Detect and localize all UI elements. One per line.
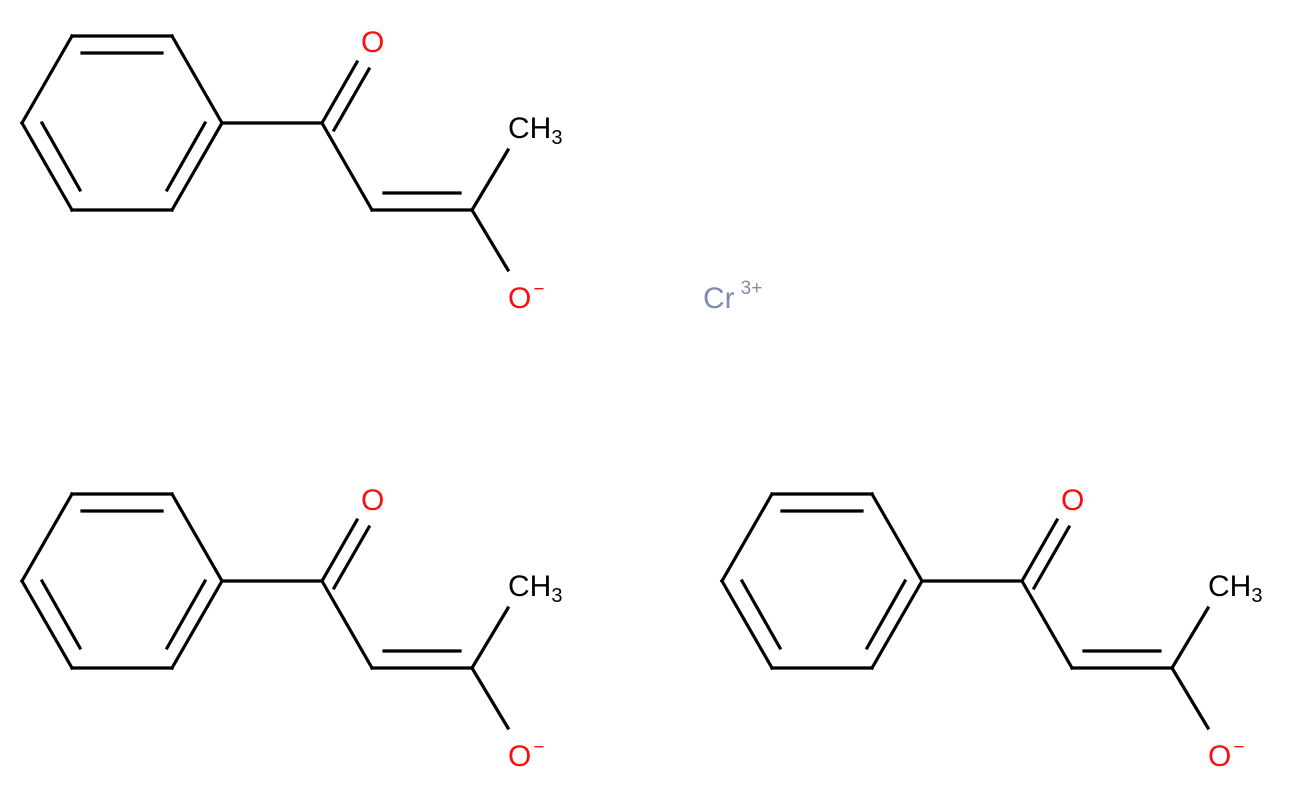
ring-double-bond <box>739 578 783 651</box>
ring-bond <box>719 578 775 671</box>
enolate-bond <box>469 207 511 273</box>
ring-bond <box>169 120 225 213</box>
enolate-oxygen-label: O− <box>508 279 544 315</box>
single-bond <box>1019 578 1075 671</box>
carbonyl-double-bond <box>331 66 372 133</box>
carbonyl-oxygen-label: O <box>361 26 384 59</box>
carbonyl-double-bond <box>319 59 360 126</box>
single-bond <box>319 120 375 213</box>
carbonyl-double-bond <box>1019 517 1060 584</box>
methyl-bond <box>469 605 511 671</box>
ring-double-bond <box>164 120 208 193</box>
methyl-bond <box>469 147 511 213</box>
ring-bond <box>19 578 75 671</box>
enolate-bond <box>469 665 511 731</box>
carbonyl-oxygen-label: O <box>361 484 384 517</box>
ring-bond <box>19 491 75 584</box>
methyl-bond <box>1169 605 1211 671</box>
carbonyl-oxygen-label: O <box>1061 484 1084 517</box>
ring-bond <box>869 578 925 671</box>
enolate-oxygen-label: O− <box>508 737 544 773</box>
ring-bond <box>169 33 225 126</box>
enolate-bond <box>1169 665 1211 731</box>
ring-double-bond <box>864 578 908 651</box>
ring-double-bond <box>39 578 83 651</box>
ring-bond <box>169 578 225 671</box>
enolate-oxygen-label: O− <box>1208 737 1244 773</box>
ring-double-bond <box>164 578 208 651</box>
ring-bond <box>169 491 225 584</box>
carbonyl-double-bond <box>1031 524 1072 591</box>
carbonyl-double-bond <box>331 524 372 591</box>
ring-bond <box>869 491 925 584</box>
carbonyl-double-bond <box>319 517 360 584</box>
ring-bond <box>19 120 75 213</box>
ring-double-bond <box>39 120 83 193</box>
single-bond <box>319 578 375 671</box>
ring-bond <box>719 491 775 584</box>
methyl-label: CH3 <box>508 112 562 149</box>
ring-bond <box>19 33 75 126</box>
methyl-label: CH3 <box>1208 570 1262 607</box>
methyl-label: CH3 <box>508 570 562 607</box>
